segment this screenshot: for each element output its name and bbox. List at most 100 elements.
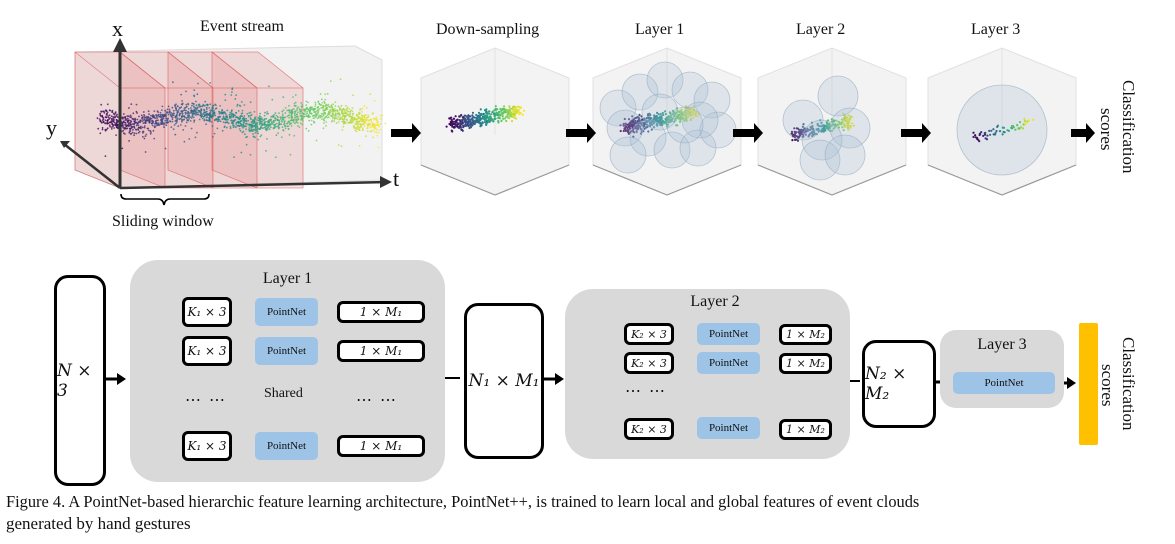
event-point: [247, 123, 249, 126]
event-point: [305, 113, 307, 116]
event-point: [245, 143, 248, 146]
event-point: [371, 124, 374, 126]
event-point: [203, 113, 206, 116]
downsampling-point: [479, 119, 482, 122]
event-point: [101, 128, 104, 131]
event-point: [104, 122, 107, 125]
event-point: [306, 110, 308, 113]
event-point: [167, 113, 170, 116]
window-edge: [211, 51, 258, 89]
event-point: [282, 109, 285, 112]
layer1-point: [661, 111, 664, 115]
event-point: [181, 119, 183, 122]
event-point: [122, 129, 125, 132]
layer1-point: [679, 111, 683, 114]
event-point: [359, 123, 361, 126]
layer3-point: [995, 129, 998, 133]
event-point: [239, 105, 242, 107]
event-point: [264, 120, 267, 123]
event-point: [224, 118, 227, 121]
event-point: [129, 114, 132, 117]
event-point: [322, 127, 325, 130]
event-point: [317, 110, 320, 113]
event-point: [142, 111, 145, 113]
event-point: [116, 124, 118, 127]
event-point: [288, 105, 290, 107]
layer2-point: [823, 129, 827, 132]
event-point: [274, 117, 276, 120]
event-point: [272, 123, 274, 126]
event-point: [271, 121, 273, 123]
downsampling-point: [493, 118, 496, 121]
layer2-row3-output: 1 × M₂: [779, 419, 832, 440]
event-point: [214, 114, 217, 117]
event-point: [320, 98, 323, 101]
event-point: [305, 115, 308, 117]
downsampling-point: [483, 121, 487, 124]
event-point: [184, 109, 186, 111]
event-point: [362, 119, 365, 122]
event-point: [155, 119, 158, 122]
downsampling-point: [486, 114, 489, 117]
event-point: [366, 118, 369, 121]
event-point: [342, 123, 345, 125]
event-point: [322, 106, 325, 109]
layer3-point: [1001, 133, 1004, 136]
downsampling-point: [450, 122, 453, 125]
event-point: [160, 113, 163, 116]
event-point: [253, 110, 256, 113]
downsampling-point: [502, 117, 505, 120]
event-point: [357, 126, 360, 128]
layer2-point: [809, 126, 812, 129]
event-point: [131, 123, 134, 125]
downsampling-point: [482, 112, 485, 115]
layer3-point: [1018, 127, 1021, 130]
event-point: [251, 120, 254, 123]
event-point: [349, 119, 352, 122]
downsampling-point: [517, 105, 520, 108]
event-point: [98, 118, 101, 120]
event-point: [181, 114, 184, 117]
event-point: [103, 111, 106, 114]
layer1-point: [639, 122, 642, 125]
layer2-point: [826, 126, 829, 129]
event-point: [256, 122, 258, 125]
downsampling-point: [505, 119, 508, 123]
event-point: [292, 108, 295, 110]
downsampling-point: [488, 119, 491, 122]
event-point: [351, 110, 354, 113]
event-point: [292, 96, 294, 98]
downsampling-point: [466, 115, 469, 118]
event-point: [350, 109, 352, 112]
event-point: [156, 117, 158, 119]
event-point: [289, 153, 292, 156]
layer1-point: [627, 132, 630, 135]
event-point: [132, 112, 135, 115]
stage-title-layer3: Layer 3: [971, 21, 1021, 38]
event-point: [227, 118, 229, 121]
layer2-sphere: [824, 134, 866, 176]
arrow-downsampling-to-layer1: [566, 123, 596, 143]
downsampling-point: [515, 112, 518, 115]
layer1-point: [690, 113, 693, 116]
caption-line-2: generated by hand gestures: [6, 514, 191, 533]
layer3-point: [1025, 121, 1028, 124]
event-point: [138, 130, 141, 133]
layer3-point: [986, 134, 989, 137]
event-point: [132, 128, 134, 131]
event-point: [361, 117, 363, 120]
event-point: [122, 113, 125, 115]
event-point: [173, 112, 175, 115]
layer1-point: [631, 115, 634, 118]
downsampling-point: [460, 113, 463, 117]
event-point: [155, 121, 157, 124]
layer2-point: [791, 139, 794, 142]
event-point: [314, 103, 317, 106]
event-point: [343, 118, 346, 120]
event-point: [274, 112, 277, 114]
event-point: [243, 115, 246, 117]
layer1-title: Layer 1: [262, 270, 313, 287]
event-point: [143, 137, 146, 140]
event-point: [258, 123, 261, 126]
event-point: [180, 93, 183, 96]
